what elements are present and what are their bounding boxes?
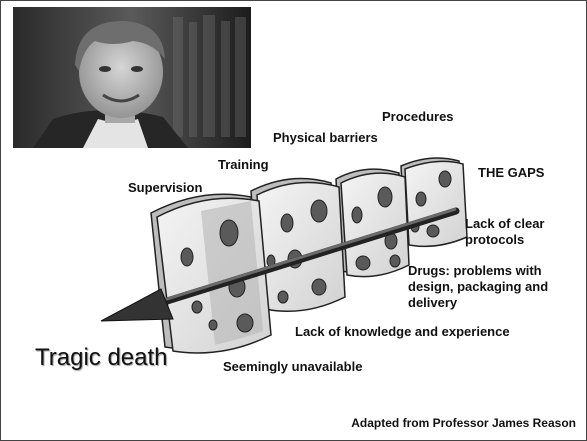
- cheese-slice-physical-barriers: [335, 168, 410, 278]
- cheese-slice-training: [250, 177, 346, 313]
- label-training: Training: [218, 157, 269, 172]
- label-physical-barriers: Physical barriers: [273, 130, 378, 145]
- label-lack-of-protocols: Lack of clear protocols: [465, 216, 545, 247]
- label-seemingly-unavailable: Seemingly unavailable: [223, 359, 363, 374]
- credit-line: Adapted from Professor James Reason: [351, 416, 576, 430]
- label-drugs: Drugs: problems with design, packaging a…: [408, 263, 549, 310]
- label-lack-knowledge: Lack of knowledge and experience: [295, 324, 510, 339]
- cheese-slice-supervision: [150, 193, 272, 354]
- accident-trajectory-arrow: [100, 207, 460, 322]
- cheese-slice-procedures: [400, 157, 468, 248]
- label-the-gaps: THE GAPS: [478, 165, 545, 180]
- label-procedures: Procedures: [382, 109, 454, 124]
- tragic-death-label: Tragic death: [35, 344, 168, 371]
- label-supervision: Supervision: [128, 180, 203, 195]
- portrait-photo: [13, 7, 251, 148]
